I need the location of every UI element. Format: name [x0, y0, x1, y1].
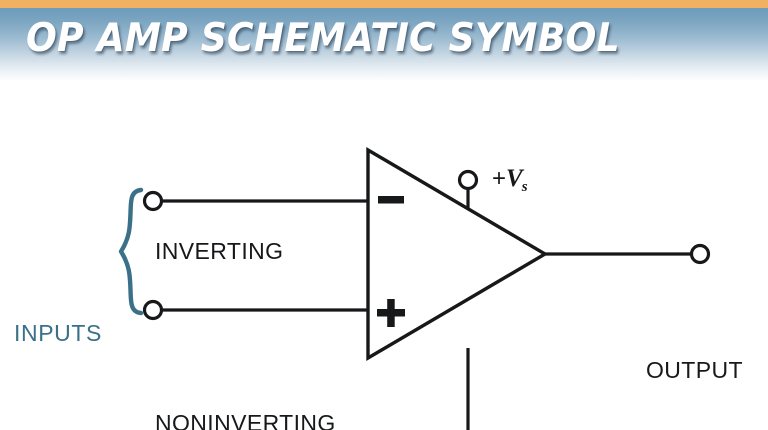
positive-supply-subscript: s — [521, 179, 528, 195]
inputs-group-label: INPUTS — [14, 320, 102, 346]
amplifier-triangle-body[interactable] — [366, 147, 549, 361]
noninverting-input-terminal[interactable] — [142, 299, 164, 321]
page-title: OP AMP SCHEMATIC SYMBOL — [26, 16, 620, 61]
inverting-input-terminal[interactable] — [142, 190, 164, 212]
opamp-diagram: INVERTING NONINVERTING OUTPUT INPUTS +Vs… — [0, 80, 768, 430]
minus-sign-icon — [378, 196, 404, 204]
inputs-brace-icon — [118, 187, 144, 316]
slide-header: OP AMP SCHEMATIC SYMBOL — [0, 0, 768, 80]
output-label: OUTPUT — [646, 357, 743, 383]
inverting-input-label: INVERTING — [155, 238, 284, 264]
positive-supply-terminal[interactable] — [457, 169, 479, 191]
plus-sign-icon — [377, 299, 405, 327]
positive-supply-sign: + — [492, 165, 507, 192]
header-accent-bar — [0, 0, 768, 8]
header-gradient-band — [0, 8, 768, 80]
noninverting-input-label: NONINVERTING — [155, 410, 336, 430]
output-terminal[interactable] — [689, 243, 711, 265]
positive-supply-variable: V — [506, 165, 523, 192]
positive-supply-label: +Vs — [492, 165, 529, 195]
opamp-schematic-svg — [118, 147, 711, 430]
